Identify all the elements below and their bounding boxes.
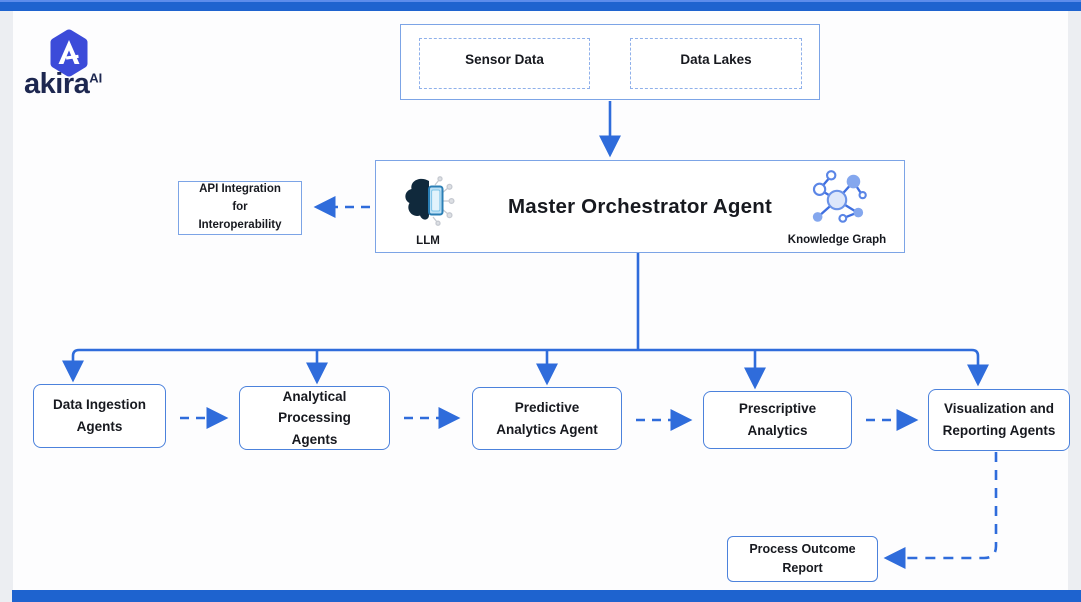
master-orchestrator-node: Master Orchestrator Agent LLM xyxy=(375,160,905,253)
knowledge-graph-block: Knowledge Graph xyxy=(778,169,896,246)
data-lakes-node: Data Lakes xyxy=(630,38,802,89)
knowledge-graph-icon xyxy=(812,170,867,223)
agent-visualization-reporting-node: Visualization and Reporting Agents xyxy=(928,389,1070,451)
agent-predictive-analytics-node: Predictive Analytics Agent xyxy=(472,387,622,450)
agent-data-ingestion-node: Data Ingestion Agents xyxy=(33,384,166,448)
bottom-accent-bar xyxy=(12,590,1081,602)
master-orchestrator-title: Master Orchestrator Agent xyxy=(508,194,772,218)
knowledge-graph-label: Knowledge Graph xyxy=(787,234,887,246)
sensor-data-label: Sensor Data xyxy=(465,51,544,67)
agent-analytical-processing-node: Analytical Processing Agents xyxy=(239,386,390,450)
akira-logo-icon xyxy=(50,29,88,77)
agent-prescriptive-analytics-node: Prescriptive Analytics xyxy=(703,391,852,449)
top-accent-bar xyxy=(0,0,1081,11)
brand-wordmark: akiraAI xyxy=(24,68,102,101)
data-lakes-label: Data Lakes xyxy=(680,51,752,67)
brand-name: akira xyxy=(24,68,90,100)
llm-label: LLM xyxy=(416,235,440,247)
sensor-data-node: Sensor Data xyxy=(419,38,590,89)
llm-block: LLM xyxy=(390,173,466,247)
process-outcome-report-node: Process Outcome Report xyxy=(727,536,878,582)
llm-brain-chip-icon xyxy=(405,176,455,226)
data-sources-group: Sensor Data Data Lakes xyxy=(400,24,820,100)
brand-superscript: AI xyxy=(89,70,103,86)
api-integration-node: API Integration for Interoperability xyxy=(178,181,302,235)
